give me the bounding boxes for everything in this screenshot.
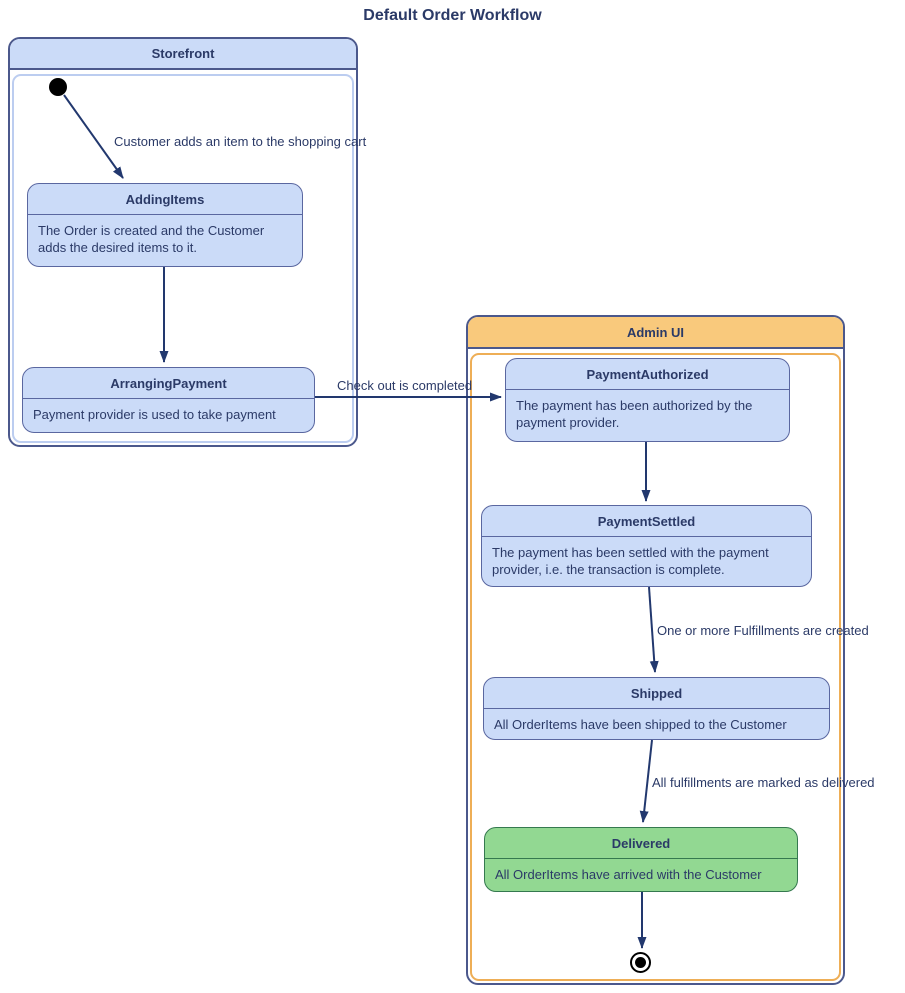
final-state-marker: [630, 952, 651, 973]
state-payment-settled: PaymentSettled The payment has been sett…: [481, 505, 812, 587]
final-state-inner-dot: [635, 957, 646, 968]
edge-label-marked-delivered: All fulfillments are marked as delivered: [652, 775, 875, 790]
edge-label-checkout-completed: Check out is completed: [337, 378, 473, 393]
diagram-title: Default Order Workflow: [363, 7, 542, 24]
container-admin-ui-header: Admin UI: [468, 317, 843, 349]
state-payment-authorized: PaymentAuthorized The payment has been a…: [505, 358, 790, 442]
state-payment-settled-description: The payment has been settled with the pa…: [492, 545, 769, 577]
state-payment-authorized-name: PaymentAuthorized: [506, 359, 789, 390]
state-arranging-payment: ArrangingPayment Payment provider is use…: [22, 367, 315, 433]
state-arranging-payment-name: ArrangingPayment: [23, 368, 314, 399]
state-payment-settled-name: PaymentSettled: [482, 506, 811, 537]
container-storefront-title: Storefront: [151, 46, 215, 61]
state-adding-items-name: AddingItems: [28, 184, 302, 215]
state-delivered: Delivered All OrderItems have arrived wi…: [484, 827, 798, 892]
state-delivered-description: All OrderItems have arrived with the Cus…: [495, 867, 762, 882]
state-arranging-payment-description: Payment provider is used to take payment: [33, 407, 276, 422]
state-payment-authorized-description: The payment has been authorized by the p…: [516, 398, 753, 430]
container-storefront-header: Storefront: [10, 39, 356, 70]
state-shipped-description: All OrderItems have been shipped to the …: [494, 717, 787, 732]
state-adding-items-description: The Order is created and the Customer ad…: [38, 223, 265, 255]
state-adding-items: AddingItems The Order is created and the…: [27, 183, 303, 267]
edge-label-fulfillments-created: One or more Fulfillments are created: [657, 623, 869, 638]
state-shipped-name: Shipped: [484, 678, 829, 709]
state-delivered-name: Delivered: [485, 828, 797, 859]
edge-label-start-to-adding-items: Customer adds an item to the shopping ca…: [114, 134, 367, 149]
initial-state-marker: [49, 78, 67, 96]
container-admin-ui-title: Admin UI: [626, 324, 685, 340]
state-shipped: Shipped All OrderItems have been shipped…: [483, 677, 830, 740]
